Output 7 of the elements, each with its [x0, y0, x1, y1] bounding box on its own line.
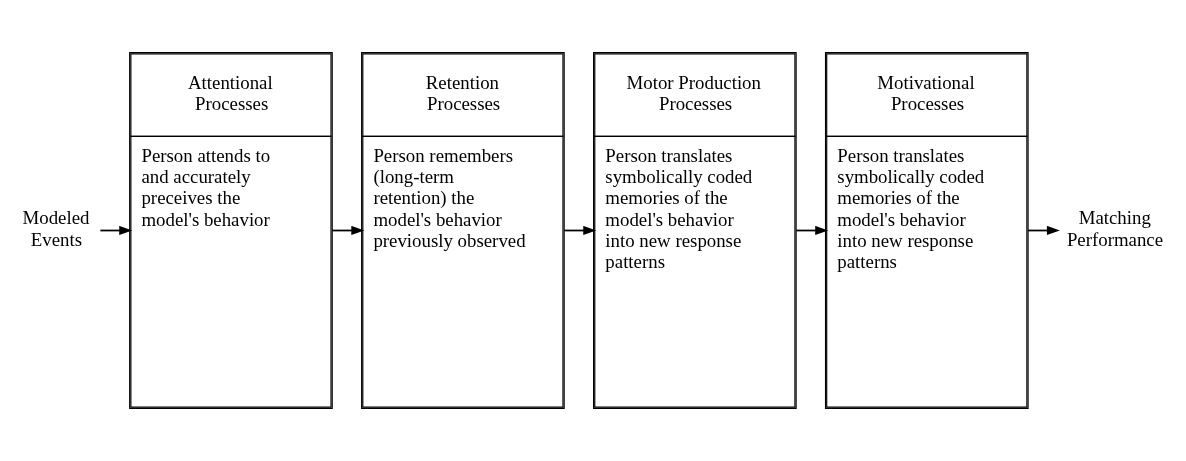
node-text: Modeled Events: [22, 207, 90, 250]
node-text: Matching Performance: [1066, 207, 1164, 250]
arrow: [795, 225, 829, 236]
arrow: [1027, 225, 1060, 236]
arrow: [331, 225, 365, 236]
arrow: [563, 225, 597, 236]
arrow: [99, 225, 133, 236]
